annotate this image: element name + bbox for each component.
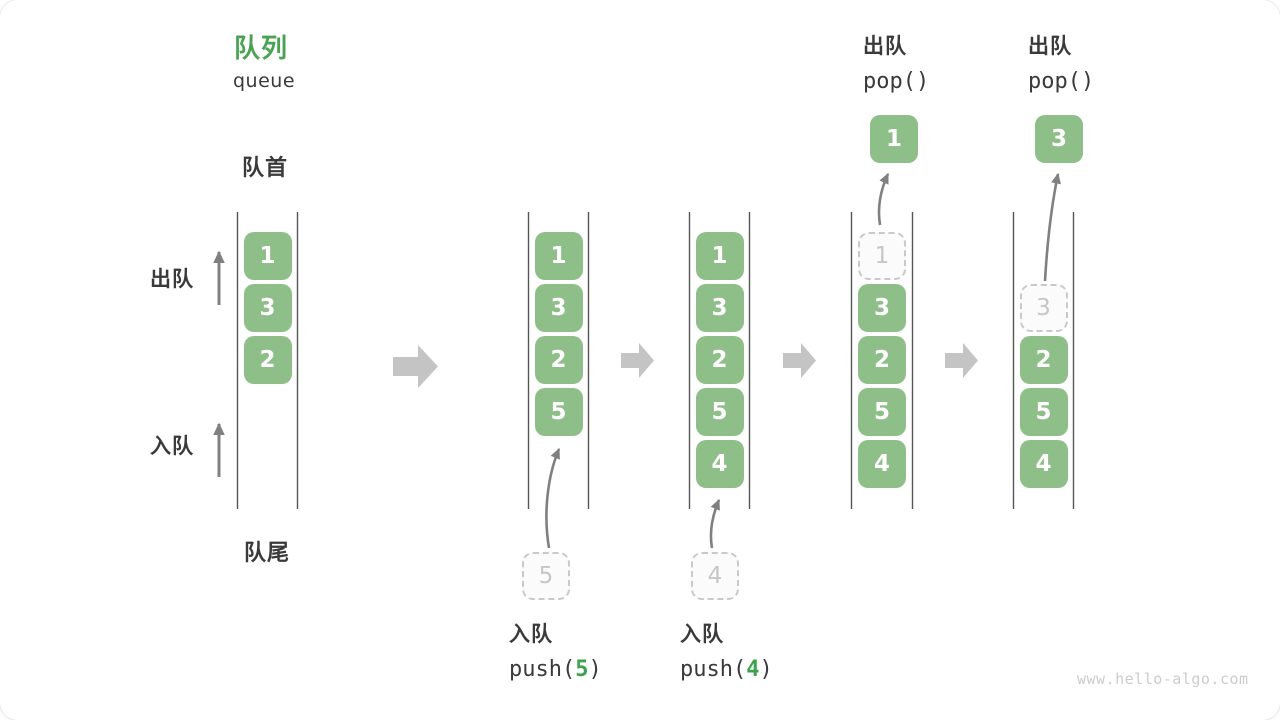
pop1-code: pop() [863, 69, 930, 94]
push1-label: 入队 [509, 622, 553, 646]
popped-item-1: 1 [870, 115, 918, 163]
removed-item-slot: 1 [858, 232, 906, 280]
pop-operation-1: 出队 pop() [863, 30, 929, 94]
push2-label: 入队 [680, 622, 724, 646]
queue-item: 1 [695, 232, 744, 280]
label-enqueue-side: 入队 [150, 434, 194, 458]
push2-arg: 4 [746, 657, 760, 682]
push2-code: push(4) [680, 657, 773, 682]
popped-item-3: 3 [1035, 115, 1083, 163]
page-subtitle: queue [233, 70, 296, 92]
page-title: 队列 [234, 34, 289, 64]
queue-item: 3 [695, 284, 744, 332]
queue-item: 2 [858, 336, 906, 384]
queue-walls [236, 212, 1075, 509]
queue-item: 2 [695, 336, 744, 384]
pop2-label: 出队 [1028, 34, 1072, 58]
queue-item: 1 [534, 232, 583, 280]
block-arrow-1 [393, 345, 438, 388]
enqueue-arrow-push5 [545, 447, 561, 549]
removed-item-slot: 3 [1019, 284, 1068, 332]
pop2-code: pop() [1028, 69, 1095, 94]
push1-code: push(5) [509, 657, 602, 682]
push-operation-1: 入队 push(5) [509, 618, 602, 682]
queue-item: 4 [858, 440, 906, 488]
pop1-label: 出队 [863, 34, 907, 58]
enqueue-arrow-push4 [709, 498, 721, 549]
label-queue-front: 队首 [242, 156, 289, 181]
push1-arg: 5 [575, 657, 589, 682]
push-operation-2: 入队 push(4) [680, 618, 773, 682]
watermark: www.hello-algo.com [1077, 670, 1249, 688]
queue-item: 4 [1019, 440, 1068, 488]
block-arrow-3 [783, 343, 816, 378]
queue-item: 5 [695, 388, 744, 436]
queue-item: 3 [858, 284, 906, 332]
queue-item: 4 [695, 440, 744, 488]
queue-item: 5 [1019, 388, 1068, 436]
block-arrow-4 [945, 343, 978, 378]
queue-item: 1 [243, 232, 292, 280]
label-queue-rear: 队尾 [244, 541, 291, 566]
queue-item: 2 [534, 336, 583, 384]
queue-item: 2 [1019, 336, 1068, 384]
block-arrow-2 [621, 343, 654, 378]
dequeue-arrow-pop3 [1043, 172, 1061, 282]
queue-item: 5 [534, 388, 583, 436]
queue-item: 2 [243, 336, 292, 384]
label-dequeue-side: 出队 [150, 267, 194, 291]
step-arrows [393, 343, 978, 388]
incoming-item-4: 4 [691, 552, 739, 600]
incoming-item-5: 5 [522, 552, 570, 600]
queue-item: 3 [534, 284, 583, 332]
dequeue-arrow-pop1 [877, 172, 890, 226]
pop-operation-2: 出队 pop() [1028, 30, 1094, 94]
queue-item: 3 [243, 284, 292, 332]
queue-item: 5 [858, 388, 906, 436]
